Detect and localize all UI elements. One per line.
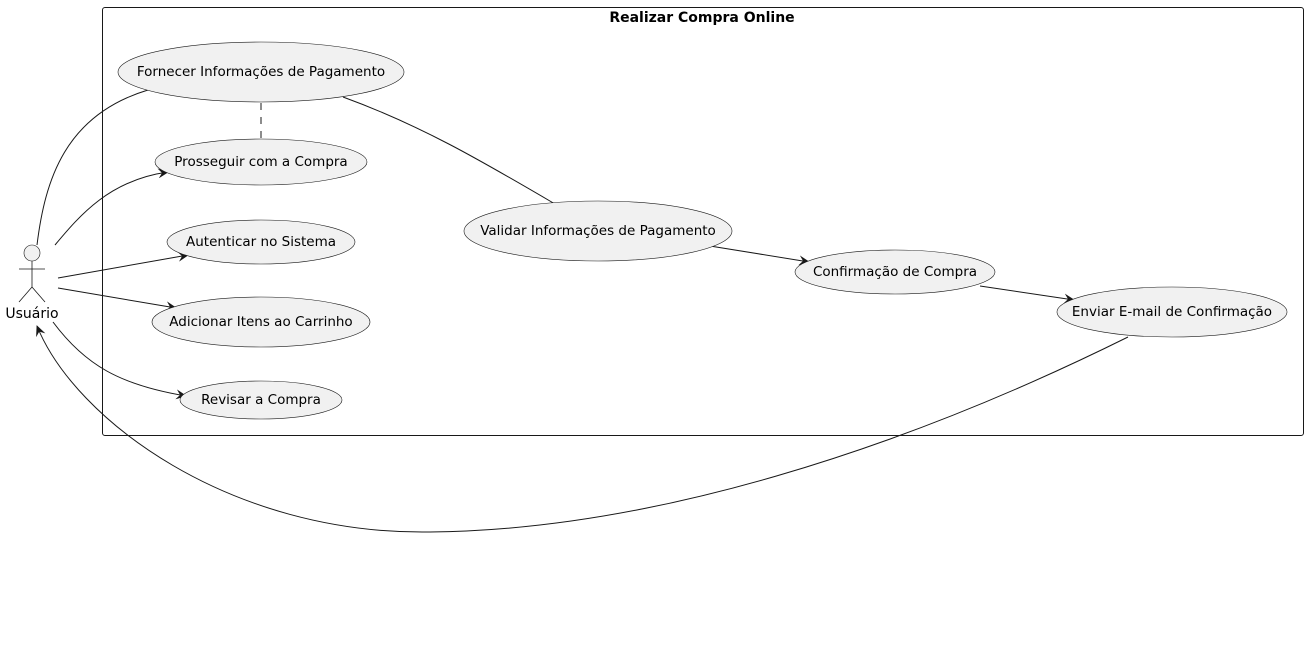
edge-enviar-actor (36, 325, 1129, 533)
use-case-autenticar-shape (166, 219, 356, 265)
use-case-validar: Validar Informações de Pagamento (463, 200, 733, 262)
edge-actor-fornecer (36, 89, 149, 246)
edge-confirmacao-enviar (979, 285, 1075, 304)
use-case-enviar: Enviar E-mail de Confirmação (1056, 286, 1288, 338)
edge-fornecer-validar (342, 96, 556, 205)
use-case-adicionar-label: Adicionar Itens ao Carrinho (169, 314, 352, 330)
use-case-confirmacao-shape (794, 249, 996, 295)
use-case-fornecer: Fornecer Informações de Pagamento (117, 41, 405, 103)
use-case-confirmacao: Confirmação de Compra (794, 249, 996, 295)
actor-label: Usuário (5, 306, 58, 322)
use-case-autenticar-label: Autenticar no Sistema (186, 234, 336, 250)
use-case-enviar-shape (1056, 286, 1288, 338)
use-case-revisar-shape (179, 380, 343, 420)
edge-actor-revisar (52, 321, 187, 400)
use-case-fornecer-shape (117, 41, 405, 103)
use-case-confirmacao-label: Confirmação de Compra (813, 264, 977, 280)
use-case-validar-label: Validar Informações de Pagamento (480, 223, 716, 239)
use-case-fornecer-label: Fornecer Informações de Pagamento (137, 64, 385, 80)
use-case-adicionar-shape (151, 296, 371, 348)
use-case-prosseguir-label: Prosseguir com a Compra (174, 154, 347, 170)
use-case-autenticar: Autenticar no Sistema (166, 219, 356, 265)
use-case-prosseguir: Prosseguir com a Compra (154, 138, 368, 186)
edge-validar-confirmacao (709, 245, 810, 266)
use-case-enviar-label: Enviar E-mail de Confirmação (1072, 304, 1272, 320)
system-boundary (102, 7, 1304, 436)
actor-left-leg (18, 286, 33, 303)
use-case-revisar-label: Revisar a Compra (201, 392, 321, 408)
edge-actor-adicionar (57, 287, 177, 312)
actor-usuario: Usuário (5, 244, 59, 322)
use-case-adicionar: Adicionar Itens ao Carrinho (151, 296, 371, 348)
use-case-validar-shape (463, 200, 733, 262)
boundary-title: Realizar Compra Online (609, 10, 794, 26)
actor-right-leg (31, 286, 46, 303)
edge-actor-autenticar (57, 251, 189, 279)
actor-head (23, 244, 41, 262)
use-case-revisar: Revisar a Compra (179, 380, 343, 420)
edge-actor-prosseguir (54, 168, 169, 246)
use-case-prosseguir-shape (154, 138, 368, 186)
